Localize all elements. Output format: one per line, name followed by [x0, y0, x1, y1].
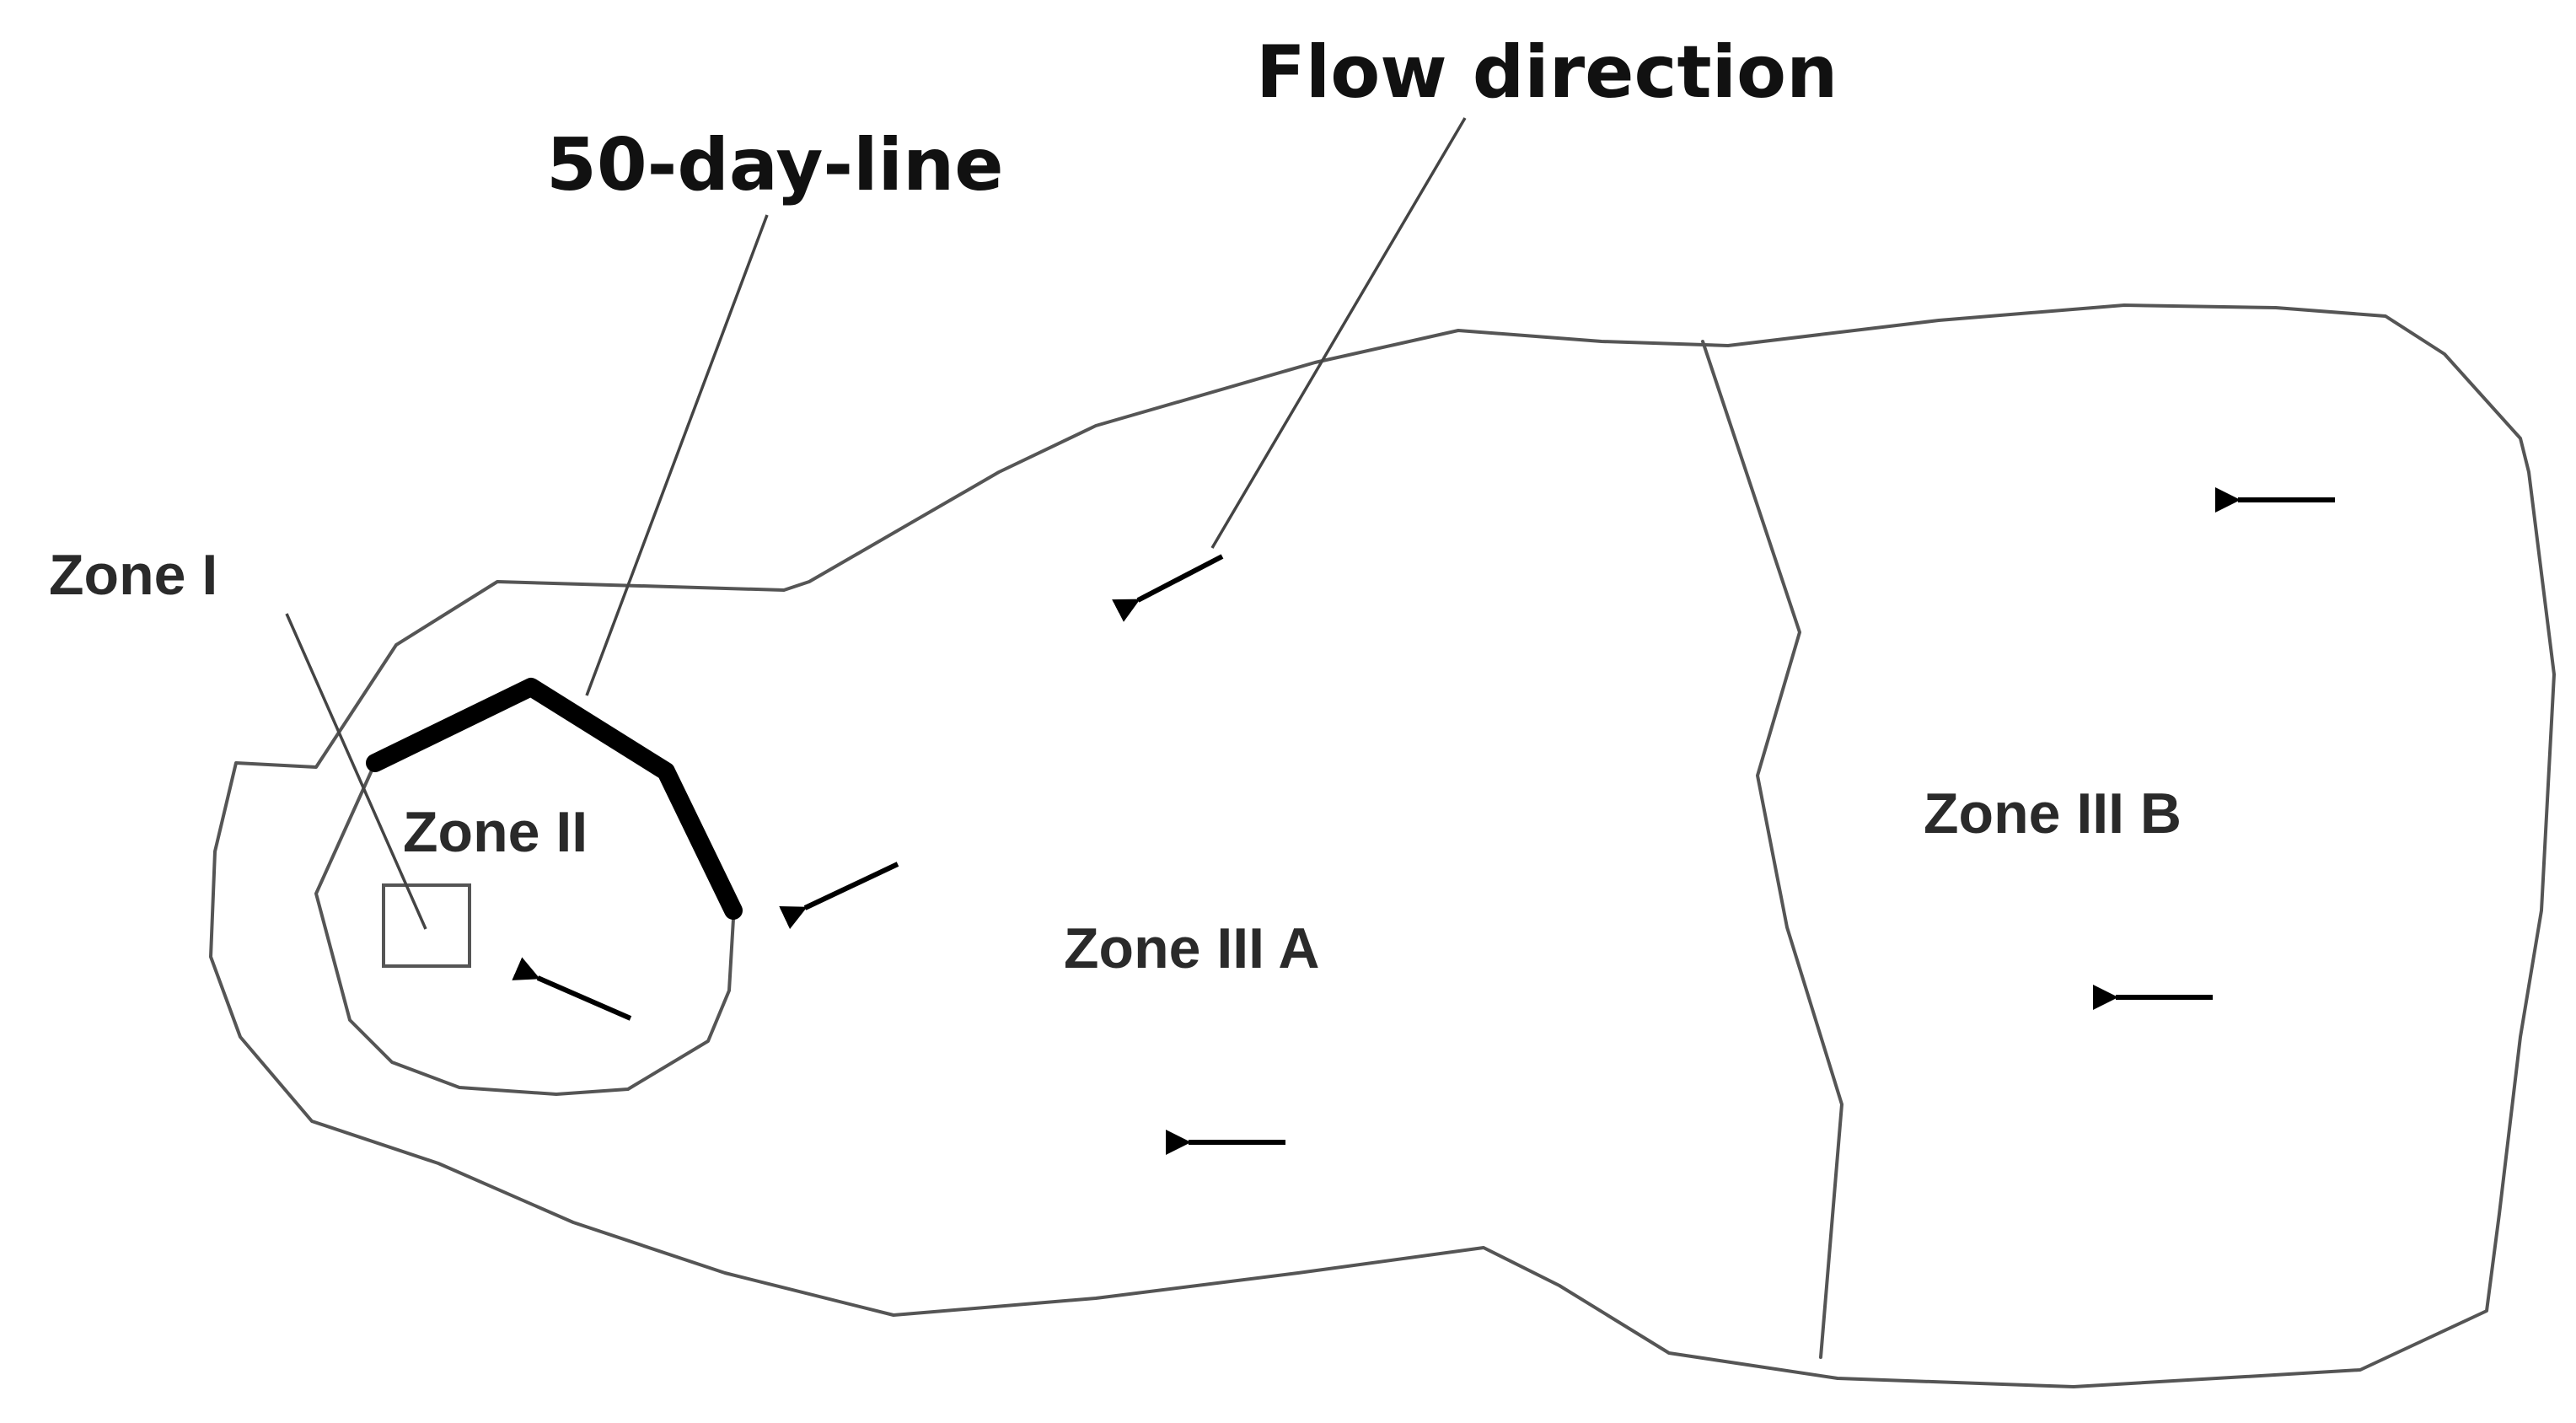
zone-3-outer-boundary	[209, 303, 2556, 1388]
flow-arrows	[512, 487, 2335, 1155]
flow-direction-label: Flow direction	[1256, 30, 1838, 115]
fifty-day-line-label: 50-day-line	[546, 123, 1004, 207]
zone-2-label: Zone II	[403, 800, 588, 864]
arrow-left-icon	[1112, 554, 1224, 622]
arrow-left-icon	[779, 862, 899, 930]
leader-line-fifty-day	[585, 214, 769, 696]
fifty-day-line	[366, 678, 743, 920]
zone-3a-label: Zone III A	[1064, 916, 1319, 980]
leader-line-flow-direction	[1210, 117, 1467, 549]
zone-1-well-box	[382, 883, 471, 968]
zone-3a-3b-divider	[1701, 340, 1843, 1359]
leader-line-zone-1	[285, 613, 427, 930]
zone-3b-label: Zone III B	[1924, 781, 2182, 846]
zone-2-boundary	[314, 685, 735, 1096]
zone-1-label: Zone I	[49, 543, 217, 607]
arrow-left-icon	[512, 957, 632, 1021]
